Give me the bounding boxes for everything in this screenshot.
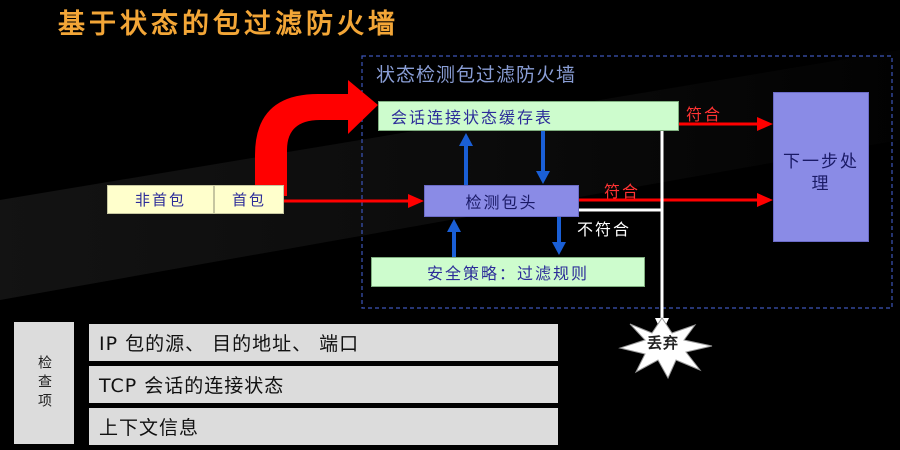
cache-to-next-head [757,117,773,131]
check-item-address-port: IP 包的源、 目的地址、 端口 [89,324,558,361]
cache-to-header-head [536,171,550,184]
discard-explosion [618,317,713,380]
security-policy-box: 安全策略：过滤规则 [371,257,645,287]
slide-title: 基于状态的包过滤防火墙 [58,9,399,40]
check-item-context: 上下文信息 [89,408,558,445]
header-to-cache-head [459,133,473,146]
header-check-box: 检测包头 [424,185,579,217]
first-packet-curve-arrow [255,80,378,196]
next-step-box: 下一步处理 [773,92,869,242]
check-items-side-text: 检查项 [36,354,52,412]
header-to-next-head [757,193,773,207]
check-items-side-label: 检查项 [14,322,74,444]
discard-label: 丢弃 [646,334,679,352]
no-match-label: 不符合 [577,220,632,239]
match-label-top: 符合 [686,105,723,124]
first-packet-box: 首包 [214,185,284,214]
match-label-middle: 符合 [604,182,641,201]
check-item-tcp-state: TCP 会话的连接状态 [89,366,558,403]
session-cache-table-box: 会话连接状态缓存表 [378,101,679,131]
non-first-packet-box: 非首包 [107,185,214,214]
policy-to-header-head [447,219,461,232]
firewall-boundary [361,55,893,309]
firewall-label: 状态检测包过滤防火墙 [376,64,577,86]
header-to-policy-head [552,242,566,255]
first-to-header-head [408,194,424,208]
